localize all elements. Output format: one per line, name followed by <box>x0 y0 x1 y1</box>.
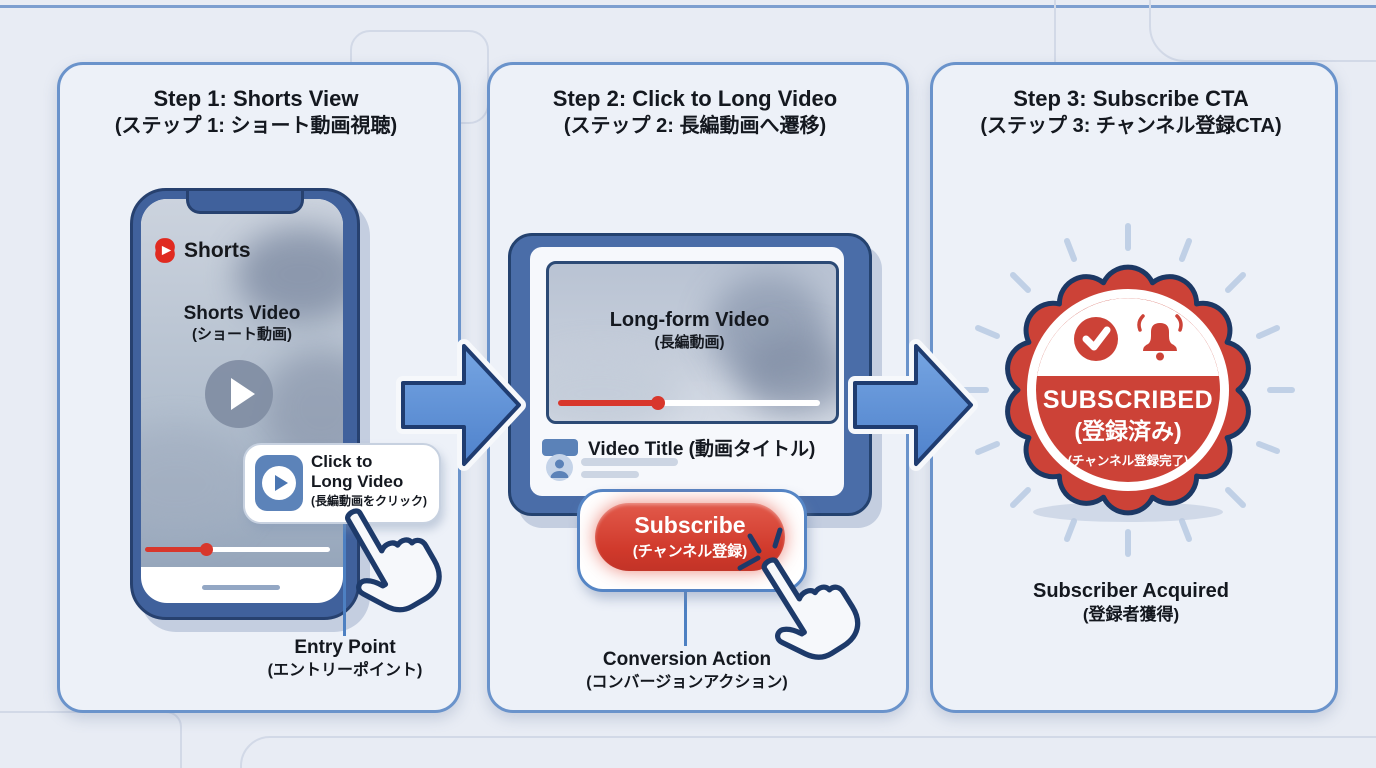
hand-cursor-icon <box>761 557 861 660</box>
entry-point-en: Entry Point <box>294 637 396 658</box>
subscribe-label-ja: (チャンネル登録) <box>632 543 748 560</box>
bell-icon <box>1137 314 1183 361</box>
conversion-action-ja: (コンバージョンアクション) <box>586 673 788 691</box>
shorts-video-label-ja: (ショート動画) <box>192 326 292 343</box>
home-indicator <box>202 585 280 590</box>
badge-line3: (チャンネル登録完了) <box>1068 453 1188 468</box>
entry-point-ja: (エントリーポイント) <box>267 661 423 679</box>
channel-avatar-icon <box>546 454 573 481</box>
video-title-chip <box>542 439 578 456</box>
step2-title-en: Step 2: Click to Long Video <box>552 86 838 111</box>
video-title-text: Video Title (動画タイトル) <box>588 439 816 460</box>
subscribe-label-en: Subscribe <box>634 512 746 538</box>
callout-line3: (長編動画をクリック) <box>311 494 427 509</box>
background-line <box>1054 0 1056 62</box>
long-form-video-label-ja: (長編動画) <box>654 334 725 351</box>
shorts-video-label-en: Shorts Video <box>183 303 301 324</box>
background-outline <box>0 711 182 768</box>
click-spark-icon <box>737 527 783 571</box>
subscriber-acquired-en: Subscriber Acquired <box>1033 580 1229 602</box>
play-icon <box>275 475 288 491</box>
subscribe-callout: Subscribe (チャンネル登録) <box>577 489 807 592</box>
step1-title: Step 1: Shorts View (ステップ 1: ショート動画視聴) <box>57 84 455 139</box>
step2-title-ja: (ステップ 2: 長編動画へ遷移) <box>563 115 827 138</box>
phone-notch <box>186 191 304 214</box>
shorts-progress-bar <box>145 543 330 556</box>
badge-line1: SUBSCRIBED <box>1043 386 1213 414</box>
long-form-video-player <box>546 261 839 424</box>
arrow-right-icon <box>396 339 526 471</box>
step3-title: Step 3: Subscribe CTA (ステップ 3: チャンネル登録CT… <box>930 84 1332 139</box>
step1-title-ja: (ステップ 1: ショート動画視聴) <box>114 115 398 138</box>
arrow-right-icon <box>848 339 978 471</box>
subscribed-badge: SUBSCRIBED (登録済み) (チャンネル登録完了) <box>1005 264 1251 522</box>
long-form-video-label-en: Long-form Video <box>609 309 770 331</box>
entry-point-caption: Entry Point (エントリーポイント) <box>225 636 465 681</box>
subscriber-acquired-caption: Subscriber Acquired (登録者獲得) <box>971 578 1291 626</box>
subscriber-acquired-ja: (登録者獲得) <box>1082 605 1180 624</box>
shorts-icon <box>155 238 175 263</box>
hand-cursor-icon <box>345 508 442 613</box>
step3-title-en: Step 3: Subscribe CTA <box>1013 86 1249 111</box>
channel-name-placeholder <box>581 458 678 466</box>
badge-rays <box>961 223 1295 557</box>
step3-title-ja: (ステップ 3: チャンネル登録CTA) <box>980 115 1282 138</box>
check-icon <box>1074 317 1118 361</box>
conversion-action-caption: Conversion Action (コンバージョンアクション) <box>537 648 837 693</box>
background-outline <box>1149 0 1376 62</box>
long-video-play-chip <box>255 455 303 511</box>
callout-line2: Long Video <box>311 472 404 492</box>
subscribe-button: Subscribe (チャンネル登録) <box>595 503 785 571</box>
channel-meta-placeholder <box>581 471 639 478</box>
play-button-icon <box>205 360 273 428</box>
step2-title: Step 2: Click to Long Video (ステップ 2: 長編動… <box>487 84 903 139</box>
callout-line1: Click to <box>311 452 373 471</box>
badge-line2: (登録済み) <box>1074 418 1181 444</box>
background-outline <box>240 736 1376 768</box>
top-border-line <box>0 5 1376 8</box>
entry-point-connector-line <box>343 520 346 636</box>
conversion-connector-line <box>684 586 687 646</box>
click-to-long-video-callout: Click to Long Video (長編動画をクリック) <box>243 443 441 524</box>
shorts-logo: Shorts <box>152 237 251 264</box>
video-progress-bar <box>558 396 820 410</box>
shorts-logo-text: Shorts <box>184 238 251 262</box>
step1-title-en: Step 1: Shorts View <box>153 86 359 111</box>
conversion-action-en: Conversion Action <box>602 649 772 670</box>
